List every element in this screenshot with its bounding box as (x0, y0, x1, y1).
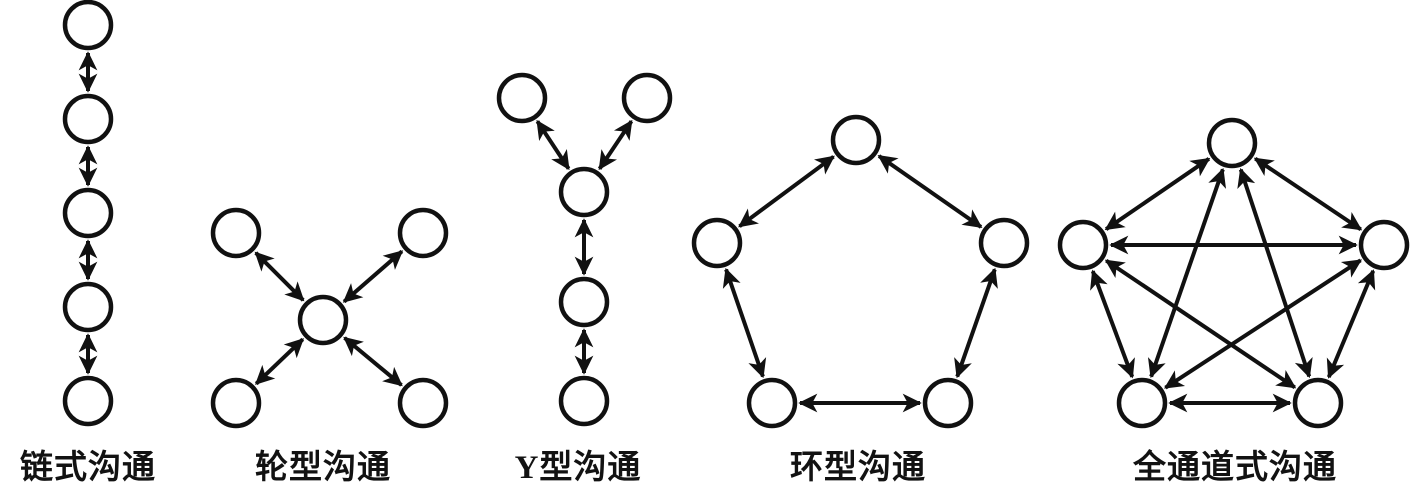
network-node (558, 375, 610, 427)
network-node (1292, 377, 1344, 429)
network-node (558, 166, 610, 218)
edge-double-arrow (535, 119, 571, 171)
edge-double-arrow (597, 119, 634, 171)
panel-label-ring: 环型沟通 (790, 450, 926, 486)
panel-label-all-channel: 全通道式沟通 (1133, 450, 1337, 486)
network-node (1358, 219, 1410, 271)
edge-double-arrow (1147, 167, 1227, 379)
panel-labels-row: 链式沟通 轮型沟通 Y型沟通 环型沟通 全通道式沟通 (0, 446, 1423, 500)
network-node (978, 217, 1030, 269)
network-node (62, 281, 114, 333)
edge-double-arrow (1253, 156, 1363, 232)
network-node (691, 217, 743, 269)
edge-double-arrow (254, 251, 305, 302)
edge-double-arrow (342, 249, 404, 304)
network-node (397, 207, 449, 259)
network-node (397, 377, 449, 429)
edges-layer (78, 51, 1376, 413)
network-node (210, 207, 262, 259)
network-node (558, 276, 610, 328)
network-node (621, 72, 673, 124)
panel-label-wheel: 轮型沟通 (255, 450, 391, 486)
edge-double-arrow (877, 154, 983, 229)
edge-double-arrow (738, 155, 835, 228)
network-node (1116, 377, 1168, 429)
edge-double-arrow (1326, 269, 1376, 379)
edge-double-arrow (1090, 269, 1135, 379)
network-node (210, 377, 262, 429)
network-node (62, 0, 114, 51)
edge-double-arrow (722, 267, 767, 379)
network-node (830, 114, 882, 166)
edge-double-arrow (343, 336, 403, 387)
panel-label-chain: 链式沟通 (20, 450, 156, 486)
network-node (62, 93, 114, 145)
network-node (922, 377, 974, 429)
network-node (1206, 117, 1258, 169)
network-node (297, 294, 349, 346)
network-node (62, 375, 114, 427)
panel-label-y-shape: Y型沟通 (514, 450, 642, 486)
network-node (496, 72, 548, 124)
edge-double-arrow (1237, 167, 1313, 379)
network-node (1057, 219, 1109, 271)
edge-double-arrow (954, 267, 998, 379)
edge-double-arrow (1104, 157, 1211, 231)
edge-double-arrow (254, 337, 305, 386)
network-node (62, 187, 114, 239)
network-node (746, 377, 798, 429)
nodes-layer (62, 0, 1410, 429)
